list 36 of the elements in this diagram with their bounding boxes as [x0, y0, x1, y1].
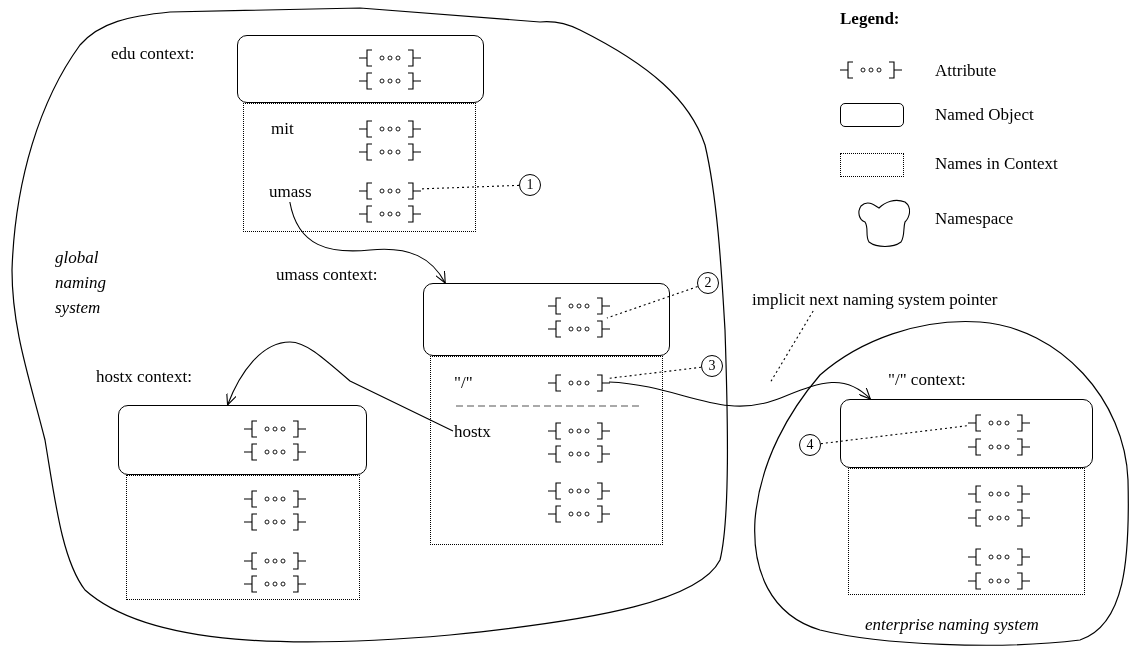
annotation-text: implicit next naming system pointer: [752, 289, 1074, 311]
callout-number: 2: [697, 272, 719, 294]
name-label: "/": [454, 372, 480, 394]
legend-label: Namespace: [935, 208, 1014, 230]
namespace-label: enterprise naming system: [865, 614, 1040, 636]
name-label: umass: [269, 181, 321, 203]
leader-line: [606, 286, 699, 319]
legend-label: Named Object: [935, 104, 1034, 126]
leader-line: [608, 366, 702, 379]
legend-label: Attribute: [935, 60, 997, 82]
names-in-context-box: [848, 468, 1085, 595]
attribute-icon: [359, 181, 421, 201]
curved-arrow: [608, 381, 871, 407]
callout-number: 3: [701, 355, 723, 377]
namespace-label: global naming system: [55, 247, 107, 319]
context-label: "/" context:: [888, 369, 966, 391]
names-in-context-box: [126, 475, 360, 600]
curved-arrow: [226, 341, 454, 432]
names-in-context-box: [430, 356, 663, 545]
context-label: edu context:: [111, 43, 195, 65]
name-label: hostx: [454, 421, 504, 443]
leader-line: [419, 184, 520, 190]
legend-label: Names in Context: [935, 153, 1058, 175]
attribute-icon: [548, 373, 610, 393]
attribute-icon: [548, 319, 610, 339]
attribute-icon: [968, 413, 1030, 433]
name-label: mit: [271, 118, 294, 140]
callout-number: 4: [799, 434, 821, 456]
legend-title: Legend:: [840, 8, 900, 30]
context-label: umass context:: [276, 264, 378, 286]
leader-line: [820, 425, 968, 445]
names-in-context-box: [243, 103, 476, 232]
curved-arrow: [289, 201, 446, 284]
leader-line: [769, 310, 814, 384]
context-label: hostx context:: [96, 366, 192, 388]
callout-number: 1: [519, 174, 541, 196]
